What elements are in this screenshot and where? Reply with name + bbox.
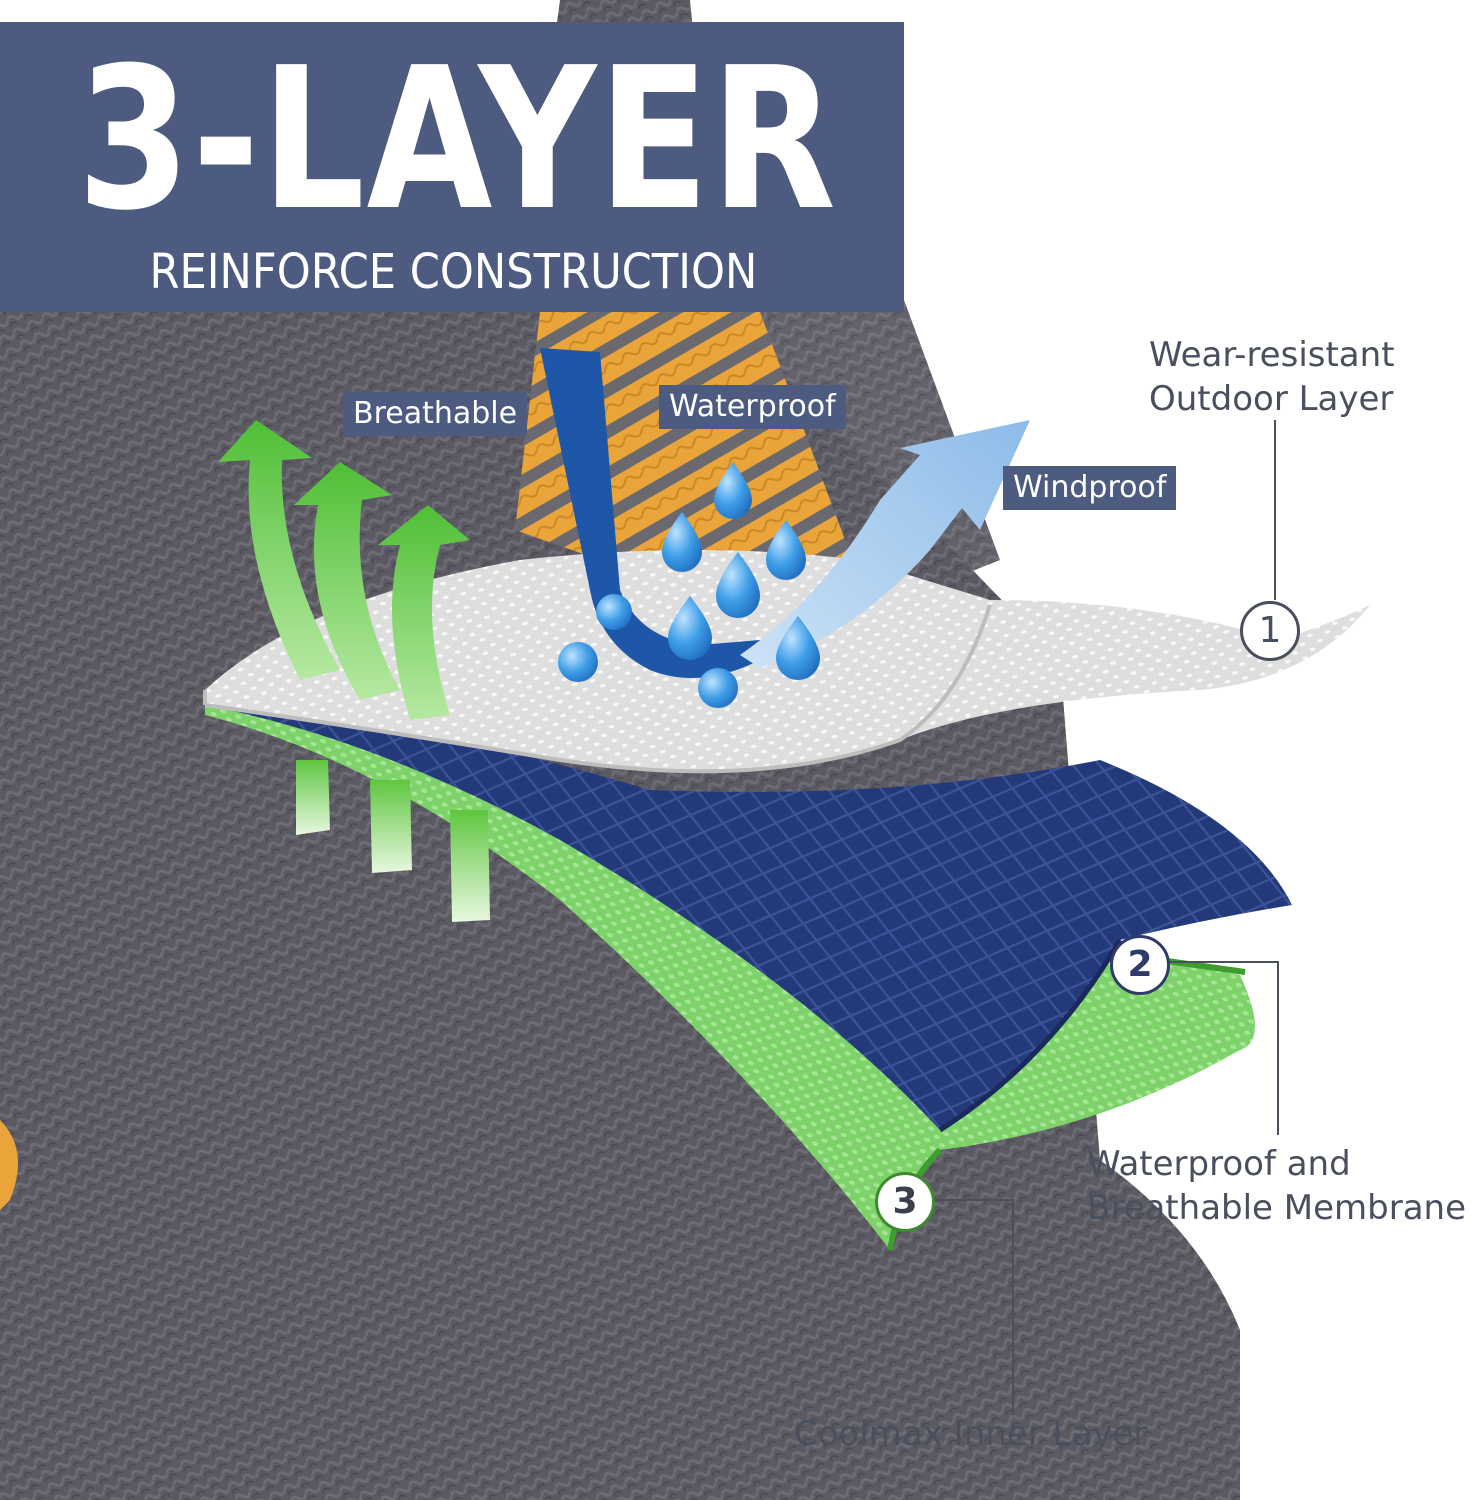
layer-3-label: Coolmax Inner Layer: [794, 1412, 1147, 1456]
layer-3-label-line1: Coolmax Inner Layer: [794, 1414, 1148, 1454]
waterproof-arrow-icon: [540, 348, 760, 678]
layer-1-label-line1: Wear-resistant: [1149, 335, 1395, 375]
layer-1-label-line2: Outdoor Layer: [1149, 379, 1394, 419]
leader-lines: [934, 420, 1279, 1415]
water-drops-icon: [558, 462, 820, 708]
layer-2-label-line1: Waterproof and: [1087, 1144, 1351, 1184]
layer-2-label: Waterproof and Breathable Membrane: [1087, 1142, 1466, 1230]
layer-3-number-badge: 3: [875, 1172, 935, 1232]
page-subtitle: REINFORCE CONSTRUCTION: [149, 244, 758, 300]
tag-waterproof: Waterproof: [659, 385, 846, 429]
breathable-arrows-icon: [218, 420, 490, 922]
tag-windproof: Windproof: [1003, 466, 1177, 510]
page-title: 3-LAYER: [77, 26, 838, 254]
layer-2-membrane: [205, 692, 1292, 1133]
layer-2-label-line2: Breathable Membrane: [1087, 1188, 1467, 1228]
layer-1-label: Wear-resistant Outdoor Layer: [1149, 333, 1395, 421]
layer-2-number-badge: 2: [1110, 935, 1170, 995]
sock-orange-accent-left: [0, 1120, 18, 1210]
windproof-arrow-icon: [740, 420, 1030, 668]
title-banner: 3-LAYER REINFORCE CONSTRUCTION: [0, 22, 904, 312]
layer-1-number-badge: 1: [1240, 601, 1300, 661]
tag-breathable: Breathable: [343, 392, 528, 436]
